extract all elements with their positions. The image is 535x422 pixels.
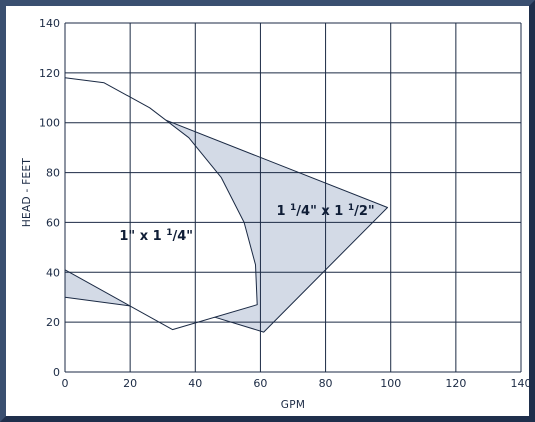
grid-layer	[64, 22, 522, 373]
y-tick-label: 0	[53, 366, 60, 379]
x-tick-label: 0	[62, 377, 69, 390]
x-tick-label: 40	[188, 377, 202, 390]
region-labels-layer: 1 1/4" x 1 1/2" 1" x 1 1/4"	[119, 203, 374, 244]
region-label-0: 1 1/4" x 1 1/2"	[276, 203, 374, 219]
region-label-1: 1" x 1 1/4"	[119, 228, 193, 244]
x-tick-label: 100	[380, 377, 401, 390]
y-tick-label: 60	[46, 216, 60, 229]
x-tick-label: 20	[123, 377, 137, 390]
y-tick-label: 120	[39, 67, 60, 80]
y-tick-label: 20	[46, 316, 60, 329]
y-tick-label: 40	[46, 266, 60, 279]
y-tick-label: 80	[46, 167, 60, 180]
tick-labels-layer: 0 20 40 60 80 100 120 140 0 20 40 60 80 100 120 140	[39, 17, 529, 390]
x-tick-label: 120	[445, 377, 466, 390]
x-tick-label: 80	[319, 377, 333, 390]
y-tick-label: 100	[39, 117, 60, 130]
regions-layer	[64, 77, 388, 333]
x-axis-title: GPM	[281, 399, 305, 411]
y-axis-title: HEAD - FEET	[21, 158, 33, 228]
x-tick-label: 140	[511, 377, 530, 390]
performance-chart: 1 1/4" x 1 1/2" 1" x 1 1/4" 0 20 40 60 80 100 1…	[21, 17, 529, 411]
y-tick-label: 140	[39, 17, 60, 30]
x-tick-label: 60	[253, 377, 267, 390]
